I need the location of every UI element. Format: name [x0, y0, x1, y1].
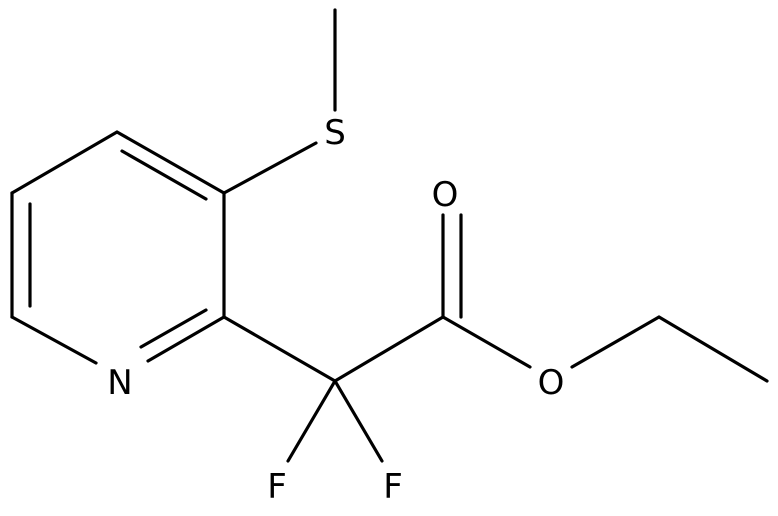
bond-c3-c2: [146, 315, 226, 363]
atom-ester-oxygen-label: O: [538, 363, 565, 403]
bond-ester-o-ch2: [570, 315, 661, 369]
pyridine-ring: [10, 130, 226, 365]
bond-carbonyl-ester-o: [441, 315, 532, 369]
difluoroacetate-group: [222, 213, 769, 463]
bond-n-c1: [10, 315, 98, 365]
atom-fluorine-left-label: F: [267, 467, 287, 507]
bond-cf2-carbonyl: [333, 315, 445, 383]
atom-nitrogen-label: N: [107, 363, 132, 403]
bond-c3-cf2: [222, 315, 337, 383]
bond-c5-c4: [115, 130, 226, 195]
atom-carbonyl-oxygen-label: O: [432, 175, 459, 215]
atom-sulfur-label: S: [324, 113, 346, 153]
atom-fluorine-right-label: F: [383, 467, 403, 507]
bond-ch2-ch3: [657, 315, 769, 383]
bond-cf2-f-left: [286, 379, 337, 463]
bond-c4-s: [222, 141, 318, 195]
bond-c6-c5: [10, 130, 119, 195]
bond-cf2-f-right: [333, 379, 384, 463]
methylthio-group: [222, 8, 337, 195]
bond-c3-c2-inner: [139, 308, 208, 349]
bond-c5-c4-inner: [120, 149, 208, 201]
